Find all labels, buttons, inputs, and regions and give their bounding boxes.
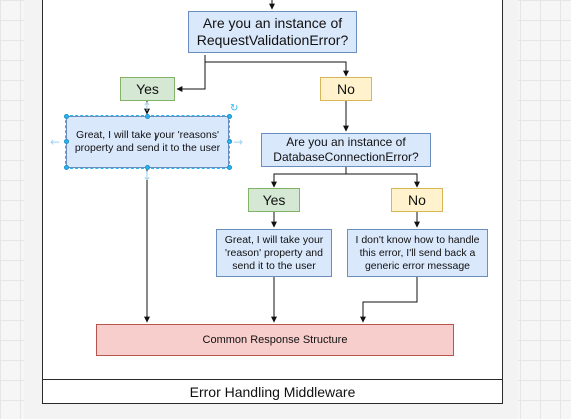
text-cursor-icon: I [154, 131, 158, 144]
connect-arrow-down-icon[interactable]: ↓ [142, 169, 153, 183]
rotate-icon[interactable]: ↻ [230, 103, 239, 114]
response-reasons[interactable]: Great, I will take your 'reasons' proper… [65, 115, 230, 169]
edge-q1-no [205, 61, 349, 77]
resize-handle-se[interactable] [227, 165, 232, 170]
connect-arrow-left-icon[interactable]: ← [50, 135, 61, 149]
resize-handle-s[interactable] [145, 165, 150, 170]
no-node-2[interactable]: No [391, 188, 443, 212]
resize-handle-nw[interactable] [64, 114, 69, 119]
response-generic[interactable]: I don't know how to handle this error, I… [347, 229, 488, 277]
edge-q1-yes [176, 55, 206, 92]
common-response-structure[interactable]: Common Response Structure [96, 324, 454, 356]
edge-resp3-common [360, 277, 418, 323]
resize-handle-e[interactable] [227, 139, 232, 144]
edge-q2-no [346, 173, 420, 188]
no-node-1[interactable]: No [320, 77, 372, 101]
yes-node-1[interactable]: Yes [120, 77, 175, 101]
connect-arrow-right-icon[interactable]: → [233, 135, 244, 149]
response-reason[interactable]: Great, I will take your 'reason' propert… [216, 229, 332, 277]
edge-q2-yes [271, 167, 347, 188]
yes-node-2[interactable]: Yes [248, 188, 300, 212]
resize-handle-sw[interactable] [64, 165, 69, 170]
resize-handle-ne[interactable] [227, 114, 232, 119]
question-request-validation[interactable]: Are you an instance of RequestValidation… [188, 11, 357, 53]
container-label: Error Handling Middleware [42, 379, 503, 404]
question-database-connection[interactable]: Are you an instance of DatabaseConnectio… [261, 133, 431, 167]
resize-handle-w[interactable] [64, 139, 69, 144]
resize-handle-n[interactable] [145, 114, 150, 119]
connect-arrow-up-icon[interactable]: ↑ [142, 100, 153, 114]
